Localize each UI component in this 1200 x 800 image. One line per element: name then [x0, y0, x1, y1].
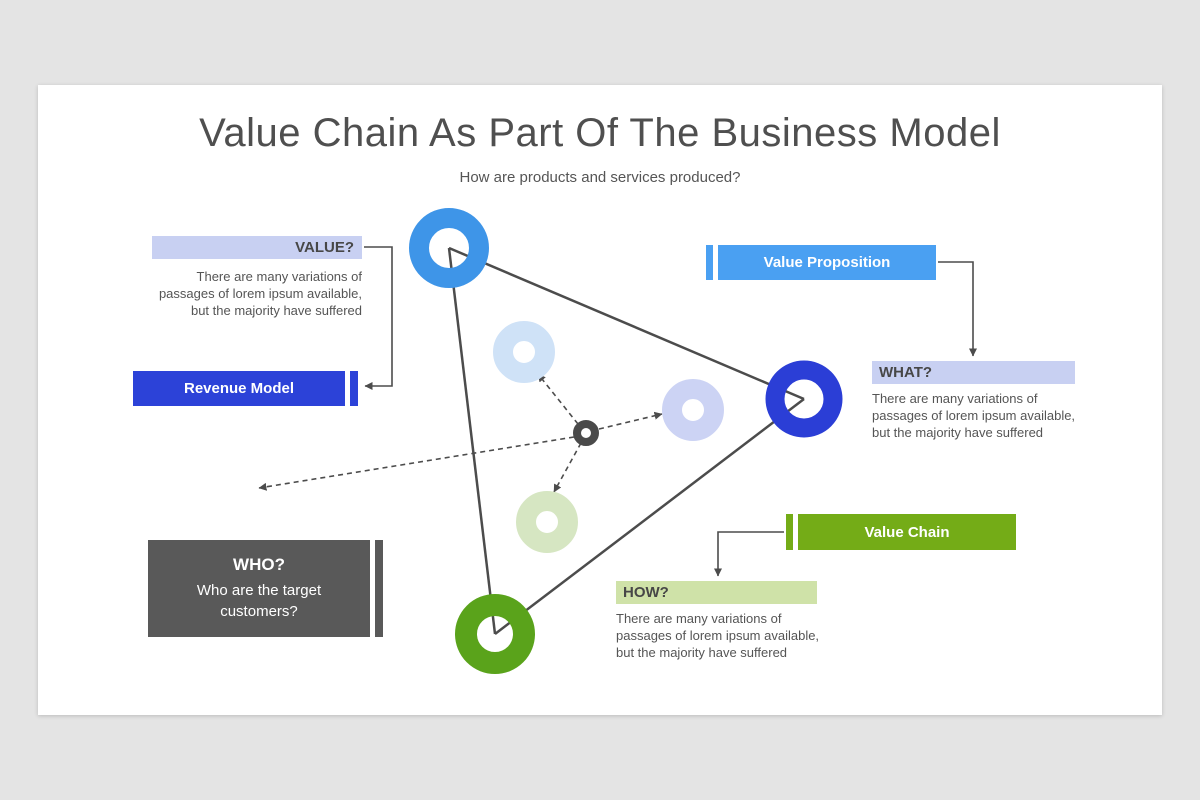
- value-proposition-label: Value Proposition: [763, 254, 891, 271]
- revenue-model-stripe: [350, 371, 358, 406]
- dashed-arrow-to-faded-blue: [537, 373, 579, 425]
- how-label-bar: HOW?: [616, 581, 817, 604]
- what-label: WHAT?: [879, 364, 933, 381]
- revenue-model-bar: Revenue Model: [133, 371, 345, 406]
- dashed-arrow-to-who-box: [258, 436, 575, 491]
- who-box: WHO? Who are the target customers?: [148, 540, 370, 637]
- faded-node-green-icon: [516, 491, 578, 553]
- revenue-model-label: Revenue Model: [183, 380, 295, 397]
- hub-node-icon: [573, 420, 599, 446]
- connector-chain-to-how: [714, 531, 784, 577]
- proposition-node-icon: [765, 360, 843, 438]
- connector-proposition-to-what: [938, 261, 977, 357]
- value-chain-stripe: [786, 514, 793, 550]
- who-label: WHO?: [233, 555, 285, 574]
- value-label: VALUE?: [295, 239, 354, 256]
- value-chain-label: Value Chain: [864, 523, 950, 541]
- faded-node-lavender-icon: [662, 379, 724, 441]
- what-description: There are many variations of passages of…: [872, 391, 1076, 440]
- dashed-arrow-to-faded-lavender: [598, 411, 663, 430]
- who-box-stripe: [375, 540, 383, 637]
- how-label: HOW?: [623, 584, 669, 601]
- value-chain-bar: Value Chain: [798, 514, 1016, 550]
- page-subtitle: How are products and services produced?: [459, 169, 741, 186]
- how-description: There are many variations of passages of…: [616, 611, 820, 660]
- edge-chain-to-value: [447, 247, 497, 635]
- value-proposition-bar: Value Proposition: [718, 245, 936, 280]
- value-label-bar: VALUE?: [152, 236, 362, 259]
- page-title: Value Chain As Part Of The Business Mode…: [199, 111, 1001, 155]
- dashed-arrow-to-faded-green: [553, 442, 582, 493]
- who-description: Who are the target customers?: [196, 582, 322, 620]
- what-label-bar: WHAT?: [872, 361, 1075, 384]
- value-node-icon: [409, 208, 489, 288]
- value-proposition-stripe: [706, 245, 713, 280]
- chain-node-icon: [455, 594, 535, 674]
- faded-node-blue-icon: [493, 321, 555, 383]
- connector-value-to-revenue: [364, 246, 393, 390]
- slide: Value Chain As Part Of The Business Mode…: [38, 85, 1162, 715]
- value-description: There are many variations of passages of…: [158, 269, 362, 318]
